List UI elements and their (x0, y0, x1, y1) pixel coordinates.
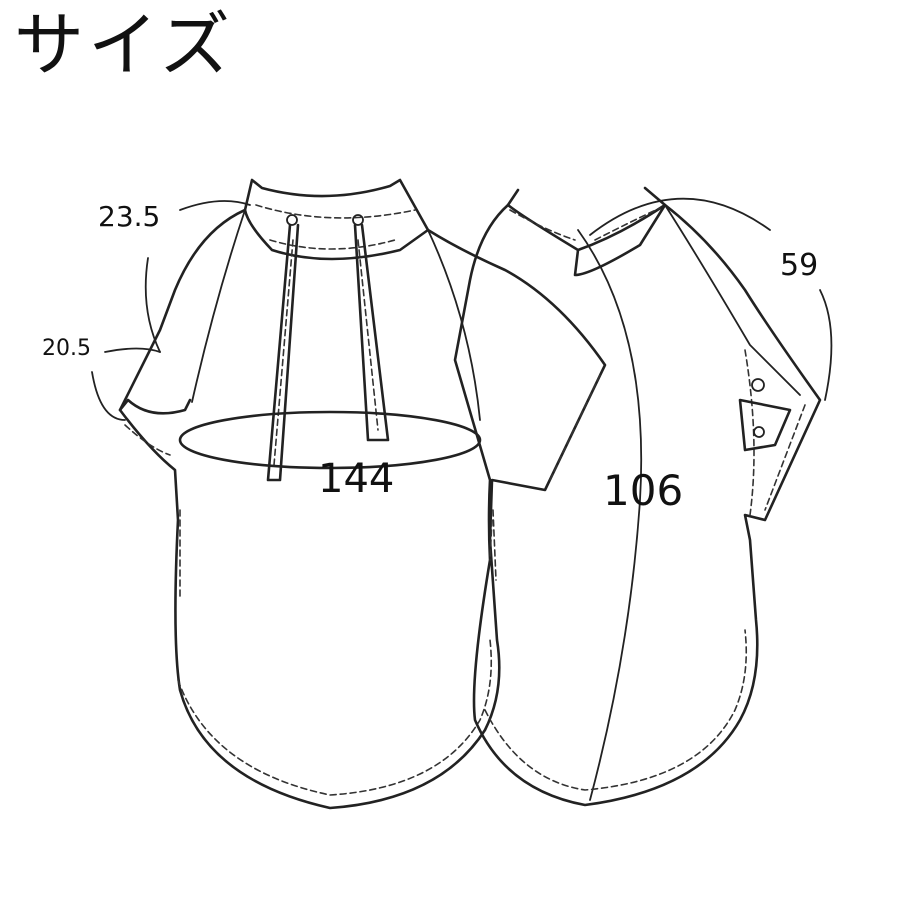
back-hem-stitch (484, 629, 747, 791)
sleeve-length-arc (589, 197, 833, 401)
flower-icon (751, 378, 765, 392)
front-raglan-seam-right (427, 229, 481, 421)
sleeve-opening-leader-line (104, 347, 161, 353)
sleeve-opening-label: 20.5 (42, 336, 91, 361)
back-raglan-seam (664, 204, 801, 396)
neck-width-label: 23.5 (98, 200, 160, 233)
center-back-seam (577, 229, 643, 801)
chest-measurement-line (178, 410, 482, 470)
back-collar (506, 186, 667, 277)
sleeve-pocket (738, 398, 792, 452)
back-view (453, 186, 833, 807)
drawstring-right (353, 223, 390, 442)
sleeve-arc (91, 257, 161, 421)
front-body-outline (118, 208, 607, 810)
drawstring-eyelet-left (286, 214, 298, 226)
front-collar (243, 178, 430, 261)
neck-leader-line (179, 200, 251, 211)
page-title: サイズ (14, 4, 234, 86)
front-view (91, 178, 607, 810)
front-raglan-seam-left (191, 209, 246, 403)
drawstring-eyelet-right (352, 214, 364, 226)
back-body-outline (453, 203, 822, 807)
chest-circumference-label: 144 (318, 456, 394, 502)
front-collar-stitch (255, 204, 416, 250)
front-hem-stitch (177, 639, 492, 796)
sleeve-length-label: 59 (780, 248, 818, 283)
drawstring-left (266, 223, 300, 482)
front-left-cuff (118, 398, 192, 415)
body-length-label: 106 (603, 466, 683, 515)
